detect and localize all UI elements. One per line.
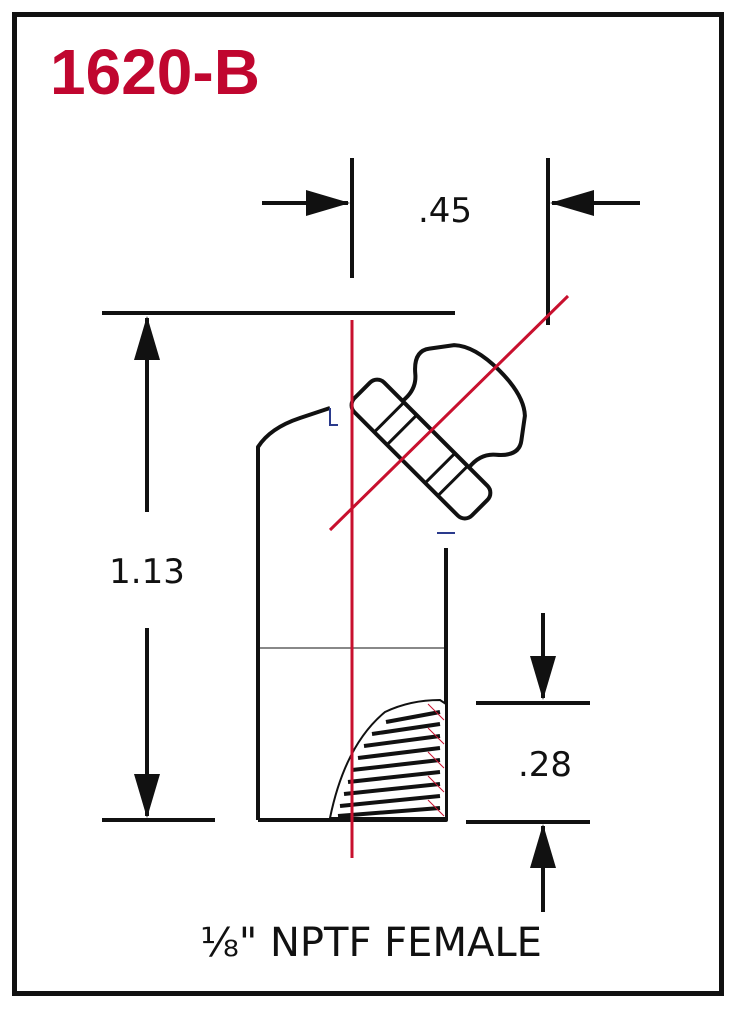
arrowhead-thread-bottom — [530, 824, 556, 868]
head-width-label: .45 — [418, 191, 472, 231]
part-number-title: 1620-B — [50, 36, 260, 108]
dimension-overall-height: 1.13 — [102, 311, 455, 822]
head-centerline — [328, 294, 570, 532]
thread-spec-caption: ⅛" NPTF FEMALE — [200, 920, 542, 966]
thread-depth-label: .28 — [518, 745, 572, 785]
hidden-edge-left — [329, 408, 338, 426]
thread-hatching — [427, 703, 445, 817]
overall-height-label: 1.13 — [109, 552, 185, 592]
female-thread — [328, 698, 447, 819]
body-outline-left — [256, 406, 331, 820]
dimension-head-width: .45 — [262, 158, 640, 325]
arrowhead-down — [134, 774, 160, 818]
hidden-edges — [329, 408, 455, 534]
arrowhead-thread-top — [530, 656, 556, 700]
center-lines — [328, 294, 570, 858]
hex-flat-left-2 — [385, 414, 418, 446]
hex-flat-right-2 — [436, 464, 469, 497]
hex-flat-right — [424, 452, 456, 485]
arrowhead-up — [134, 316, 160, 360]
thread-bore-outline — [328, 698, 447, 819]
arrowhead-right — [550, 190, 594, 216]
grease-fitting-head — [349, 343, 527, 521]
hex-flat-left — [373, 401, 406, 434]
fitting-ball-head — [400, 343, 527, 470]
arrowhead-left — [306, 190, 350, 216]
body-outline-right-bottom — [258, 548, 448, 822]
drawing-frame — [12, 12, 724, 996]
thread-lines — [337, 710, 441, 818]
dimension-thread-depth: .28 — [466, 613, 590, 912]
